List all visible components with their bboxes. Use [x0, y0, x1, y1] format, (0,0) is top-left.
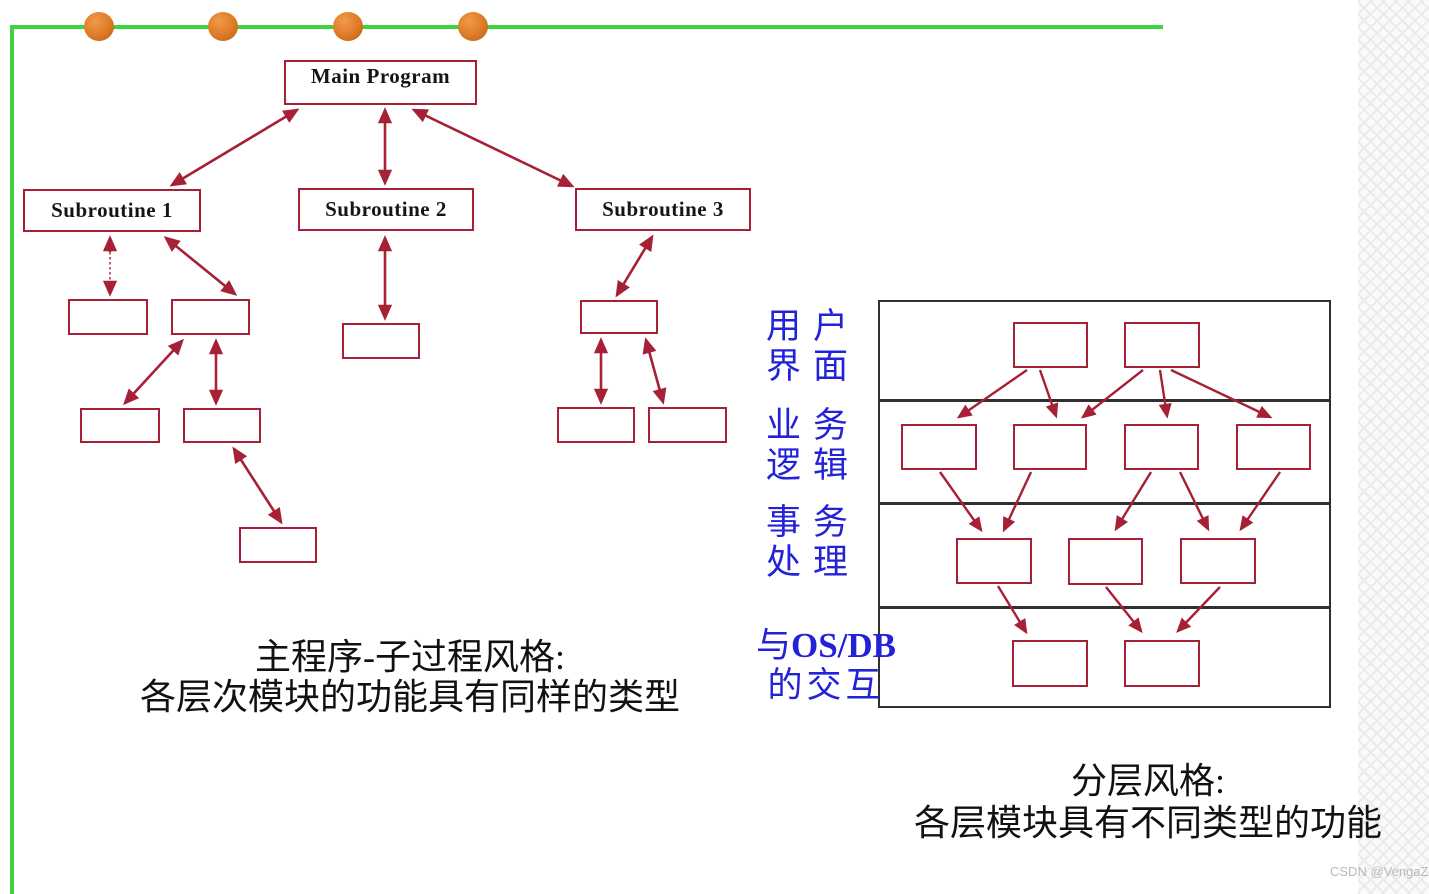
module-box [342, 323, 420, 359]
subroutine2-box: Subroutine 2 [298, 188, 474, 231]
layer-label-user-interface: 用户 界面 [728, 307, 898, 387]
module-box [648, 407, 727, 443]
layer2-module-box [901, 424, 977, 470]
layer3-module-box [1180, 538, 1256, 584]
layer-label-line: 逻辑 [765, 446, 860, 485]
layer2-module-box [1124, 424, 1199, 470]
layered-style-caption: 分层风格: 各层模块具有不同类型的功能 [878, 760, 1418, 844]
layer-divider [878, 502, 1331, 505]
layer2-module-box [1236, 424, 1311, 470]
arrow-d-e [232, 446, 283, 525]
arrow-main-sub1 [169, 108, 300, 187]
layer-label-business-logic: 业务 逻辑 [728, 406, 898, 486]
arrow-sub3-child [615, 234, 654, 298]
zigzag-texture-strip [1358, 0, 1429, 894]
layer-label-line: 用户 [765, 307, 860, 346]
layer-label-line: 业务 [765, 406, 860, 445]
bullet-dot-icon [84, 12, 114, 41]
module-box [183, 408, 261, 443]
layer-label-line: 界面 [765, 347, 860, 386]
arrow-b-c [123, 338, 184, 406]
bullet-dot-icon [458, 12, 488, 41]
layer-label-cn: 与 [755, 626, 791, 665]
caption-line2: 各层模块具有不同类型的功能 [913, 803, 1382, 843]
layer2-module-box [1013, 424, 1087, 470]
layer-label-line: 事务 [765, 503, 860, 542]
layer-label-line: 处理 [765, 543, 860, 582]
watermark: CSDN @VengaZ [1330, 864, 1429, 879]
layer-divider [878, 606, 1331, 609]
main-subroutine-caption: 主程序-子过程风格: 各层次模块的功能具有同样的类型 [100, 637, 720, 717]
module-box [171, 299, 250, 335]
arrow-f-h [642, 337, 667, 405]
layer-label-line: 的交互 [767, 666, 885, 705]
module-box [68, 299, 148, 335]
module-box [80, 408, 160, 443]
layer3-module-box [1068, 538, 1143, 585]
layer4-module-box [1124, 640, 1200, 687]
caption-line2: 各层次模块的功能具有同样的类型 [139, 677, 680, 717]
module-box [557, 407, 635, 443]
layer1-module-box [1124, 322, 1200, 368]
bullet-dot-icon [208, 12, 238, 41]
layer-divider [878, 399, 1331, 402]
arrow-main-sub3 [411, 108, 575, 188]
layer1-module-box [1013, 322, 1088, 368]
layer-label-os-db: 与OS/DB 的交互 [740, 626, 912, 706]
layer4-module-box [1012, 640, 1088, 687]
arrow-sub1-childb [163, 236, 238, 296]
main-program-box: Main Program [284, 60, 477, 105]
subroutine3-box: Subroutine 3 [575, 188, 751, 231]
module-box [580, 300, 658, 334]
layer-label-line: 与OS/DB [756, 626, 896, 665]
module-box [239, 527, 317, 563]
caption-line1: 主程序-子过程风格: [255, 637, 565, 677]
layer-label-latin: OS/DB [790, 626, 897, 665]
subroutine1-box: Subroutine 1 [23, 189, 201, 232]
slide-border-left [10, 25, 14, 894]
caption-line1: 分层风格: [1070, 761, 1225, 801]
layer3-module-box [956, 538, 1032, 584]
layer-label-transaction: 事务 处理 [728, 503, 898, 583]
slide-border-top [10, 25, 1163, 29]
bullet-dot-icon [333, 12, 363, 41]
